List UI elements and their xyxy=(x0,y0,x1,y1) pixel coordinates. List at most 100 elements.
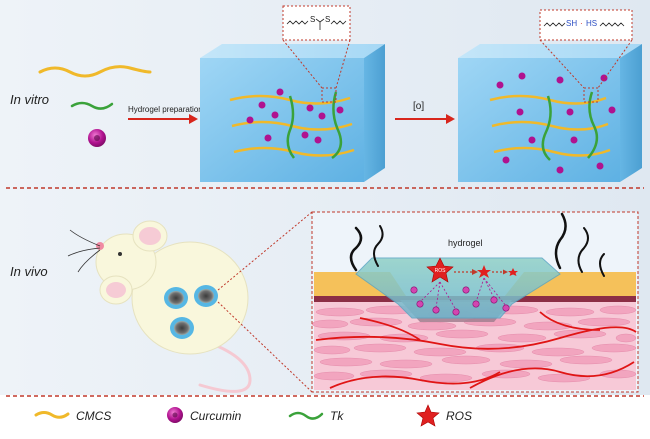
thioketal-inset: S S xyxy=(282,5,351,41)
in-vitro-label: In vitro xyxy=(10,92,49,107)
oxidation-label: [o] xyxy=(413,101,424,112)
curcumin-dot xyxy=(306,104,314,112)
curcumin-release-paths xyxy=(419,277,507,311)
curcumin-dot xyxy=(528,136,536,144)
curcumin-dot xyxy=(556,76,564,84)
curcumin-dot xyxy=(490,296,498,304)
curcumin-dot xyxy=(570,136,578,144)
hair-4 xyxy=(577,227,589,273)
curcumin-raw-core xyxy=(94,135,100,141)
curcumin-dot xyxy=(518,72,526,80)
curcumin-dot xyxy=(596,162,604,170)
ros-star-icon xyxy=(416,404,440,427)
cube-1-front xyxy=(200,58,364,182)
wound-2 xyxy=(198,289,214,303)
curcumin-dot xyxy=(608,106,616,114)
tk-wave-icon xyxy=(288,411,324,420)
inset-1-chain-right xyxy=(330,20,347,25)
hair-5 xyxy=(599,253,605,277)
curcumin-dot xyxy=(502,304,510,312)
curcumin-dot xyxy=(336,106,344,114)
legend-label-cmcs: CMCS xyxy=(76,409,111,423)
inset-1-sulfur-2: S xyxy=(325,15,330,24)
legend-label-curcumin: Curcumin xyxy=(190,409,242,423)
inset-2-thiol-2: HS xyxy=(586,19,597,28)
curcumin-dot xyxy=(452,308,460,316)
hydrogel-cube-2 xyxy=(458,44,642,182)
curcumin-dot xyxy=(314,136,322,144)
cube-2-zoom-box xyxy=(583,87,599,103)
muscle-fibers xyxy=(311,305,637,383)
ros-star-small xyxy=(508,268,518,276)
curcumin-dot xyxy=(600,74,608,82)
mouse-eye xyxy=(118,252,122,256)
cmcs-wave-icon xyxy=(34,411,70,419)
inset-2-thiol-1: SH xyxy=(566,19,577,28)
legend-label-ros: ROS xyxy=(446,409,472,423)
zoom-line-3b xyxy=(217,301,313,393)
curcumin-dot xyxy=(318,112,326,120)
mouse-illustration xyxy=(67,220,252,393)
cube-2-front xyxy=(458,58,620,182)
cmcs-chain-raw xyxy=(38,65,152,78)
curcumin-dot xyxy=(246,116,254,124)
legend-background xyxy=(0,395,650,434)
zoom-line-2b xyxy=(597,39,633,89)
inset-1-chain-left xyxy=(286,20,309,25)
hydrogel-dressing xyxy=(355,257,561,319)
curcumin-dot xyxy=(472,300,480,308)
inset-2-chain-left xyxy=(543,22,566,27)
curcumin-dot xyxy=(264,134,272,142)
inset-1-sulfur-1: S xyxy=(310,15,315,24)
thiol-inset: SH · HS xyxy=(539,9,633,41)
legend-label-tk: Tk xyxy=(330,409,344,423)
curcumin-dot xyxy=(566,108,574,116)
inset-2-chain-right xyxy=(599,22,625,27)
legend: CMCS Curcumin Tk ROS xyxy=(34,404,472,427)
hydrogel-label: hydrogel xyxy=(448,238,483,248)
cube-2-cmcs-3 xyxy=(493,146,611,157)
zoom-line-2a xyxy=(539,39,585,89)
wound-3 xyxy=(174,321,190,335)
inset-1-box xyxy=(282,5,351,41)
ros-star-medium xyxy=(477,265,491,278)
mouse-body xyxy=(131,241,249,355)
curcumin-sphere-core xyxy=(172,412,178,418)
curcumin-dot xyxy=(432,306,440,314)
in-vivo-label: In vivo xyxy=(10,264,48,279)
cube-1-tk-2 xyxy=(331,91,343,160)
ros-arrow-2-head xyxy=(503,269,508,275)
ros-star-large xyxy=(426,257,454,283)
cube-1-top xyxy=(200,44,385,58)
cube-1-side xyxy=(364,44,385,182)
ros-arrow-1-head xyxy=(472,269,478,275)
blood-vessels xyxy=(315,311,637,389)
curcumin-dot xyxy=(276,88,284,96)
curcumin-dot xyxy=(502,156,510,164)
curcumin-dot xyxy=(556,166,564,174)
hydrogel-cube-1 xyxy=(200,44,385,182)
curcumin-dot xyxy=(516,108,524,116)
cube-1-zoom-box xyxy=(321,87,337,103)
mouse-whiskers xyxy=(67,229,101,273)
tissue-panel-border xyxy=(311,211,639,393)
cube-2-cmcs-2 xyxy=(491,120,609,131)
mouse-ear-front-inner xyxy=(106,282,126,298)
hair-1 xyxy=(349,226,363,272)
mouse-ear-back-inner xyxy=(139,227,161,245)
wound-1 xyxy=(168,291,184,305)
curcumin-dot xyxy=(258,101,266,109)
curcumin-dot xyxy=(271,111,279,119)
inset-2-cleavage-mark: · xyxy=(580,19,583,28)
cube-2-top xyxy=(458,44,642,58)
mouse-tail xyxy=(198,343,252,393)
tk-linker-raw xyxy=(70,101,114,110)
hydrogel-preparation-label: Hydrogel preparation xyxy=(128,105,203,114)
curcumin-dot xyxy=(416,300,424,308)
arrow-head-2 xyxy=(446,114,455,124)
hair-3 xyxy=(554,212,567,270)
curcumin-dot xyxy=(462,286,470,294)
ros-star-label: ROS xyxy=(435,268,447,274)
